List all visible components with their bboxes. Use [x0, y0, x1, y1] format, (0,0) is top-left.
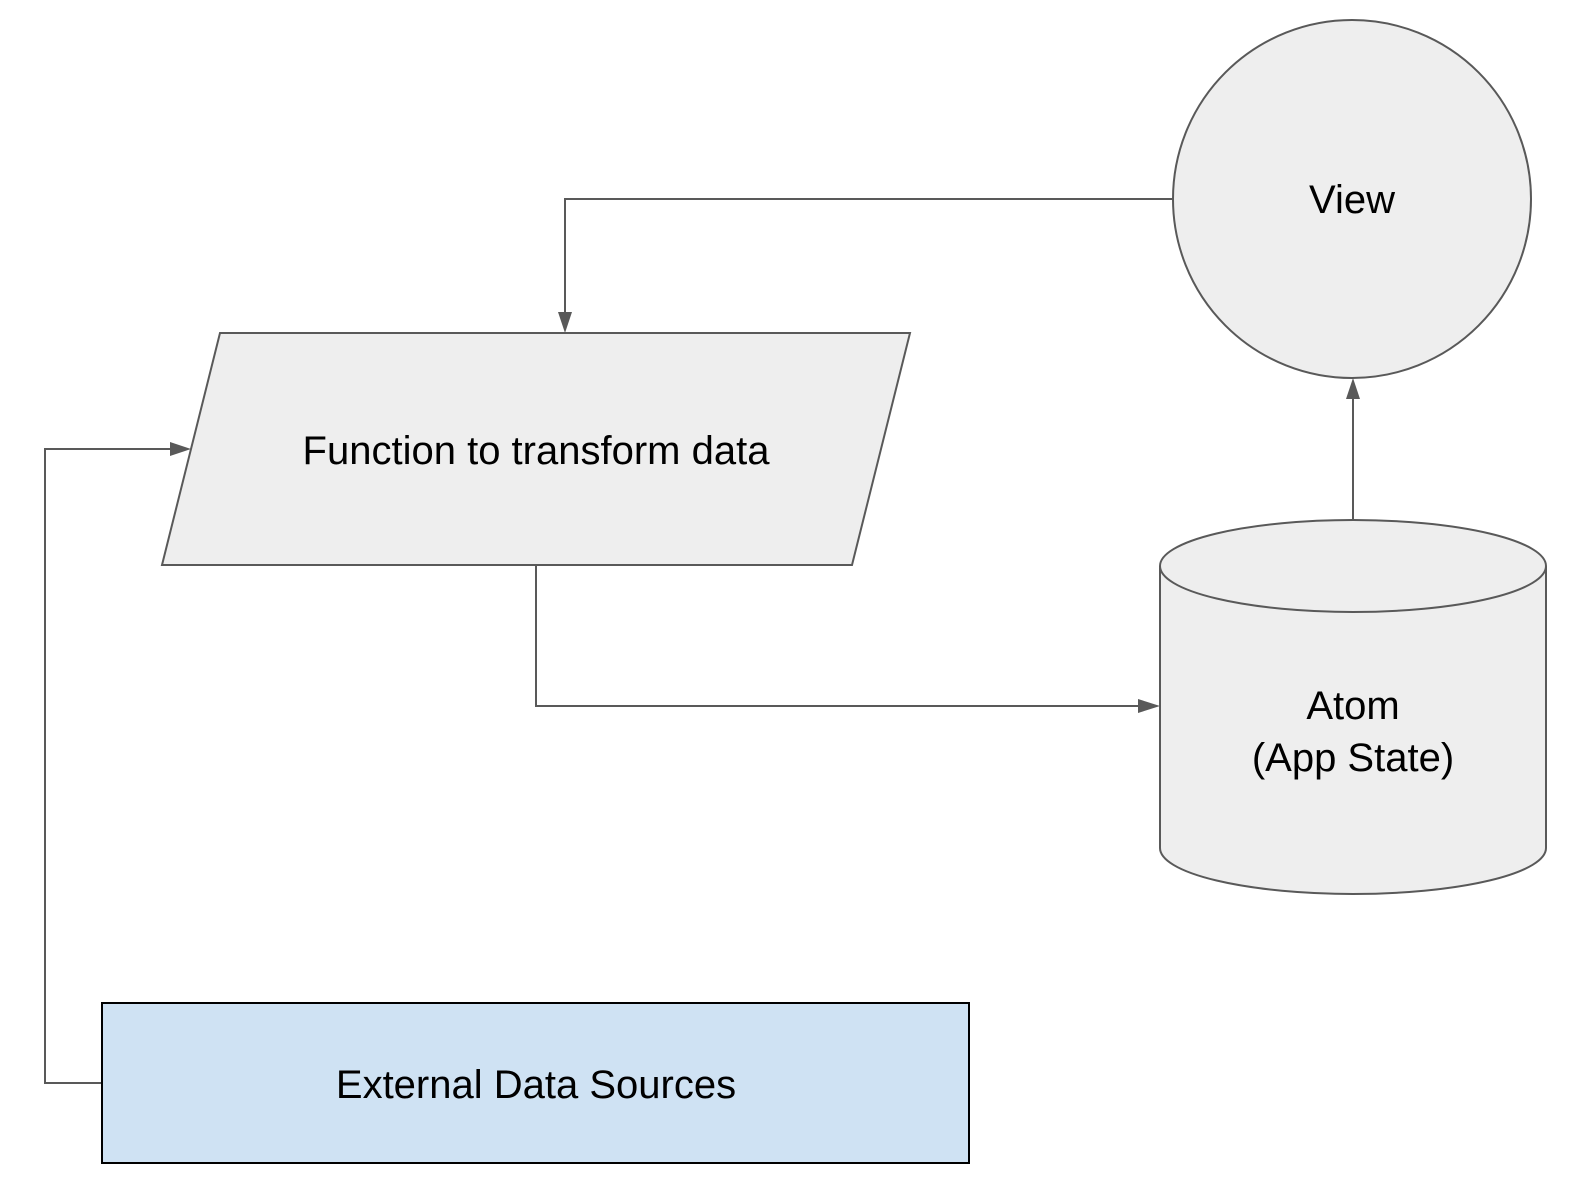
connector-view-to-function — [558, 198, 1173, 333]
connector-atom-to-view — [1346, 378, 1360, 519]
atom-cylinder-rim — [1159, 565, 1547, 613]
function-node: Function to transform data — [160, 332, 912, 566]
external-rectangle — [101, 1002, 970, 1164]
view-node: View — [1172, 19, 1532, 379]
function-parallelogram — [160, 332, 912, 566]
atom-node: Atom (App State) — [1159, 519, 1547, 895]
external-label: External Data Sources — [336, 1063, 736, 1107]
view-circle — [1172, 19, 1532, 379]
atom-cylinder-body — [1159, 519, 1547, 895]
atom-label-line2: (App State) — [1252, 736, 1454, 780]
connector-external-to-function — [44, 442, 191, 1084]
external-node: External Data Sources — [101, 1002, 970, 1164]
connector-function-to-atom — [535, 565, 1160, 713]
atom-label-line1: Atom — [1306, 684, 1399, 728]
function-label: Function to transform data — [303, 429, 771, 473]
view-label: View — [1309, 178, 1395, 222]
